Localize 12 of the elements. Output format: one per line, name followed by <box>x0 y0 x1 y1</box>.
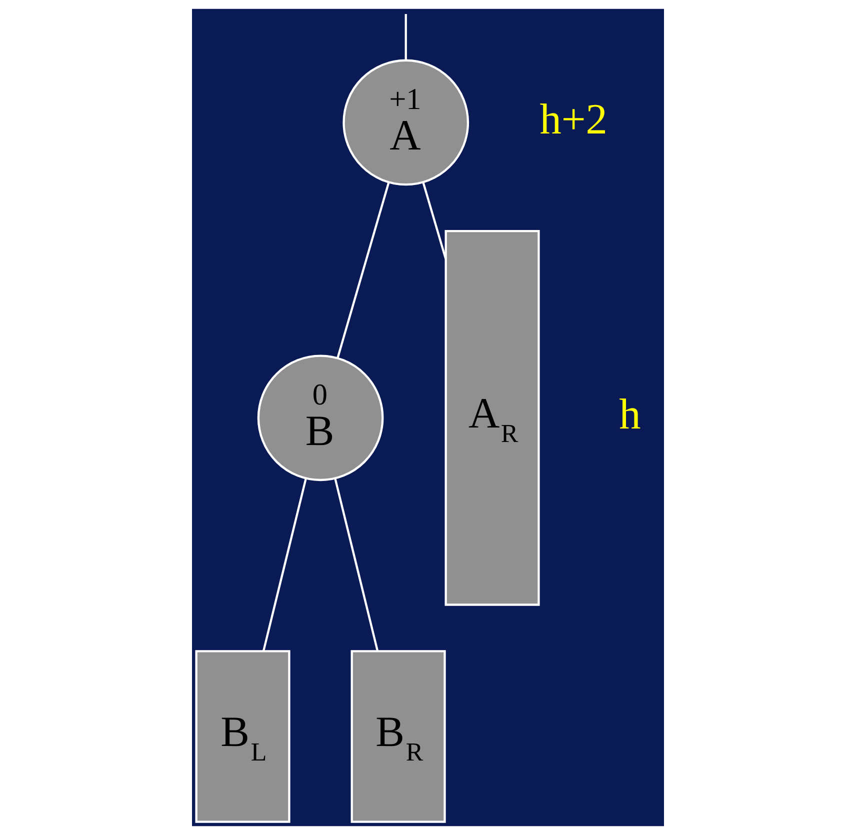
connector <box>262 478 306 652</box>
label: h <box>618 392 640 439</box>
node-circle: +1 A <box>342 59 469 186</box>
node-box: A$_{R}$ <box>444 230 540 606</box>
connector <box>422 182 446 260</box>
node-circle: 0 B <box>256 354 384 482</box>
node-box: B$_{L}$ <box>194 650 290 823</box>
connector <box>336 182 390 358</box>
connector <box>404 14 406 60</box>
label: h+2 <box>539 96 607 144</box>
connector <box>334 478 378 652</box>
node-box: B$_{R}$ <box>350 650 446 823</box>
